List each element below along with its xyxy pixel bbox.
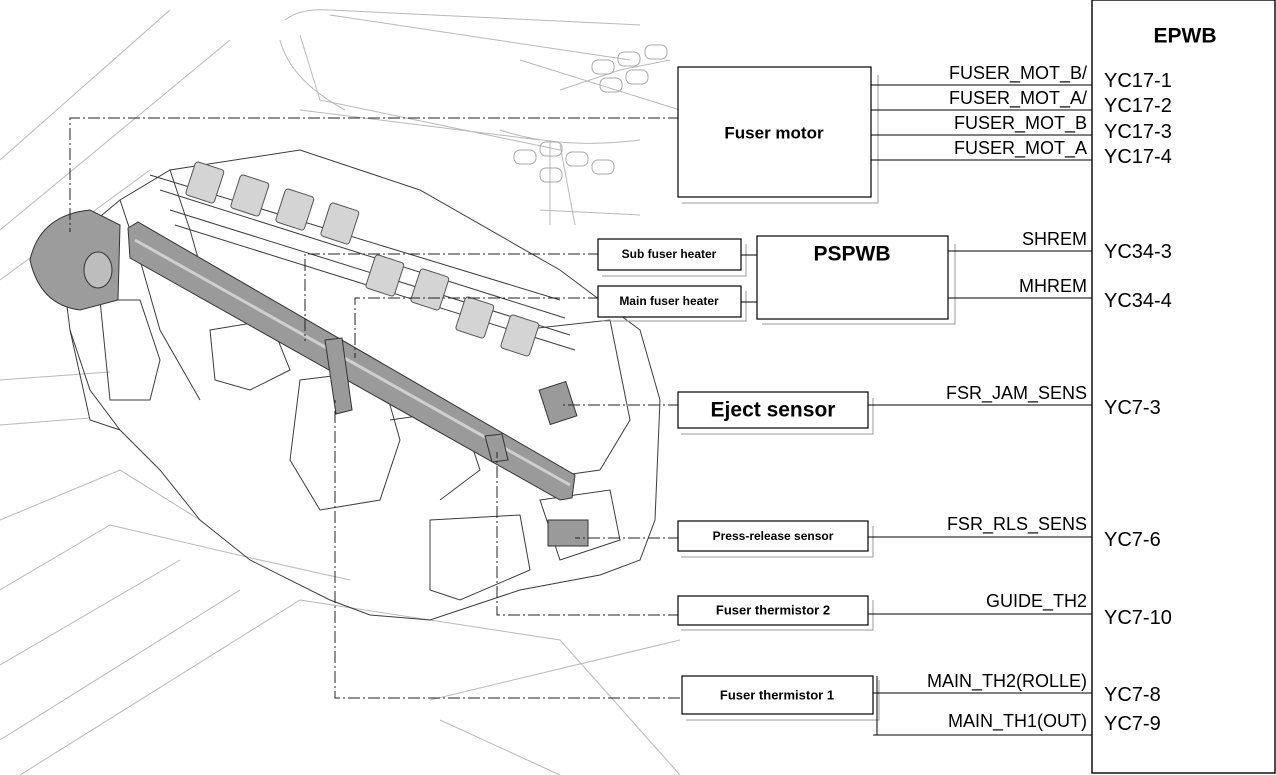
fuser-motor-shape (30, 210, 120, 310)
signal-fuser-mot-a-n: FUSER_MOT_A/ (949, 88, 1087, 109)
fuser-thermistor-1-box: Fuser thermistor 1 (682, 676, 873, 714)
press-release-sensor-label: Press-release sensor (713, 529, 834, 543)
signal-lines (868, 85, 1092, 735)
fuser-motor-box: Fuser motor (678, 67, 871, 197)
pin-yc7-3: YC7-3 (1104, 397, 1161, 419)
pin-yc17-1: YC17-1 (1104, 70, 1172, 92)
sub-fuser-heater-box: Sub fuser heater (598, 239, 741, 270)
fuser-unit-illustration (30, 150, 660, 620)
fuser-thermistor-1-label: Fuser thermistor 1 (720, 687, 834, 702)
pin-yc7-6: YC7-6 (1104, 529, 1161, 551)
leader-lines (70, 118, 680, 698)
signal-shrem: SHREM (1022, 229, 1087, 249)
signal-labels: FUSER_MOT_B/ FUSER_MOT_A/ FUSER_MOT_B FU… (927, 63, 1087, 732)
pspwb-box: PSPWB (757, 236, 948, 319)
press-release-sensor-shape (548, 520, 588, 546)
pin-yc7-10: YC7-10 (1104, 607, 1172, 629)
main-fuser-heater-box: Main fuser heater (598, 286, 741, 317)
epwb-label: EPWB (1154, 25, 1217, 48)
press-release-sensor-box: Press-release sensor (678, 521, 868, 551)
heater-to-pspwb-links (741, 255, 757, 302)
pin-yc34-3: YC34-3 (1104, 241, 1172, 263)
sub-fuser-heater-label: Sub fuser heater (622, 247, 717, 261)
signal-main-th1: MAIN_TH1(OUT) (948, 711, 1087, 732)
pin-yc7-9: YC7-9 (1104, 713, 1161, 735)
signal-mhrem: MHREM (1019, 276, 1087, 296)
pin-yc17-3: YC17-3 (1104, 121, 1172, 143)
signal-fsr-rls-sens: FSR_RLS_SENS (947, 514, 1087, 535)
eject-sensor-box: Eject sensor (678, 392, 868, 428)
pin-yc34-4: YC34-4 (1104, 290, 1172, 312)
pin-yc17-4: YC17-4 (1104, 146, 1172, 168)
signal-fsr-jam-sens: FSR_JAM_SENS (946, 383, 1087, 404)
pspwb-label: PSPWB (813, 243, 890, 266)
fuser-motor-label: Fuser motor (724, 123, 824, 142)
signal-fuser-mot-b-n: FUSER_MOT_B/ (949, 63, 1087, 84)
main-fuser-heater-label: Main fuser heater (619, 294, 719, 308)
signal-main-th2: MAIN_TH2(ROLLE) (927, 671, 1087, 692)
fuser-thermistor-2-label: Fuser thermistor 2 (716, 602, 830, 617)
signal-guide-th2: GUIDE_TH2 (986, 591, 1087, 612)
fuser-thermistor-2-box: Fuser thermistor 2 (678, 596, 868, 625)
signal-fuser-mot-b: FUSER_MOT_B (954, 113, 1087, 134)
eject-sensor-label: Eject sensor (711, 399, 836, 422)
eject-sensor-shape (539, 382, 577, 425)
pin-yc17-2: YC17-2 (1104, 95, 1172, 117)
signal-fuser-mot-a: FUSER_MOT_A (954, 138, 1087, 159)
pin-yc7-8: YC7-8 (1104, 684, 1161, 706)
